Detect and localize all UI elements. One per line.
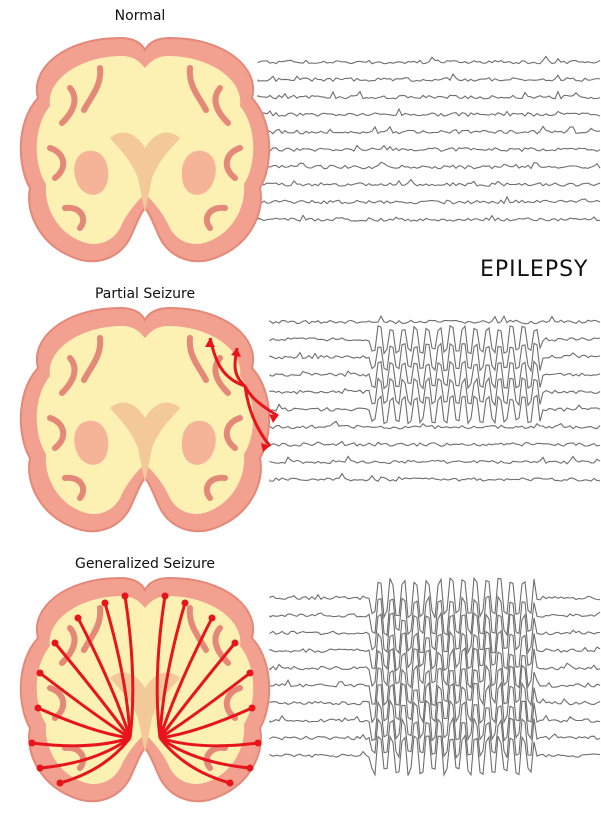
eeg-trace: [270, 316, 600, 324]
eeg-trace: [258, 109, 600, 116]
eeg-trace: [258, 74, 600, 81]
arrow-head: [57, 780, 64, 787]
brain-partial: [10, 298, 280, 543]
eeg-trace: [270, 648, 600, 687]
brain-shape: [21, 38, 269, 261]
eeg-trace: [258, 56, 600, 63]
arrow-head: [52, 640, 59, 647]
arrow-head: [227, 780, 234, 787]
eeg-trace: [270, 474, 600, 482]
eeg-trace: [258, 162, 600, 169]
arrow-head: [247, 670, 254, 677]
eeg-trace: [258, 127, 600, 134]
arrow-head: [35, 705, 42, 712]
eeg-trace: [270, 666, 600, 706]
arrow-head: [162, 593, 169, 600]
eeg-trace: [270, 578, 600, 618]
eeg-trace: [270, 361, 600, 388]
eeg-trace: [270, 442, 600, 447]
arrow-head: [182, 600, 189, 607]
eeg-trace: [258, 180, 600, 187]
arrow-head: [249, 705, 256, 712]
arrow-head: [37, 670, 44, 677]
eeg-trace: [258, 92, 600, 99]
arrow-head: [232, 640, 239, 647]
brain-generalized: [10, 568, 280, 813]
arrow-head: [122, 593, 129, 600]
eeg-trace: [258, 215, 600, 221]
arrow-head: [29, 740, 36, 747]
arrow-head: [75, 615, 82, 622]
eeg-trace: [258, 145, 600, 151]
eeg-trace: [270, 326, 600, 354]
arrow-head: [37, 765, 44, 772]
arrow-head: [247, 765, 254, 772]
eeg-trace: [270, 456, 600, 463]
brain-normal: [10, 28, 280, 273]
eeg-trace: [270, 631, 600, 670]
eeg-trace: [258, 197, 600, 204]
arrow-head: [102, 600, 109, 607]
arrow-head: [255, 740, 262, 747]
arrow-head: [209, 615, 216, 622]
eeg-trace: [270, 736, 600, 776]
